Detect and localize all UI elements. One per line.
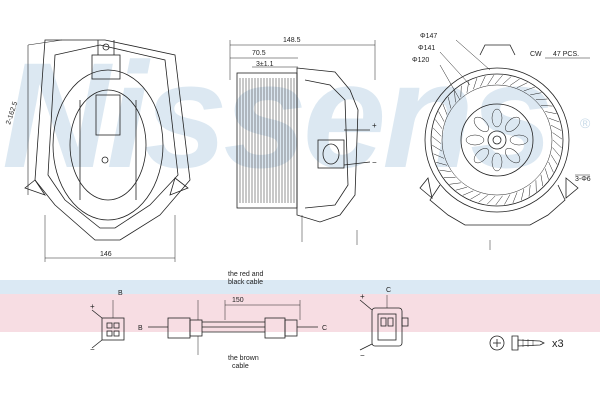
blade-line	[435, 119, 443, 129]
blade-line	[552, 139, 562, 148]
side-view	[229, 40, 376, 245]
blade-line	[478, 195, 488, 203]
front-view	[24, 39, 191, 262]
blade-line	[544, 168, 549, 180]
blade-line	[439, 169, 451, 172]
rear-rotation: CW	[530, 51, 542, 58]
blade-line	[462, 190, 474, 196]
blade-line	[550, 124, 562, 131]
blade-line	[487, 74, 495, 85]
wire-harness	[148, 300, 318, 355]
blade-line	[473, 78, 478, 90]
front-diag-dim: 2-162.5	[5, 101, 19, 126]
hub-lobe	[473, 148, 489, 164]
blade-line	[552, 147, 561, 157]
harness-wire-bottom-line1: the brown	[228, 355, 259, 362]
connector-b-plus: +	[90, 302, 95, 311]
harness-wire-top-line1: the red and	[228, 271, 264, 278]
blade-line	[548, 161, 554, 173]
rear-d2: Φ141	[418, 45, 435, 52]
blade-line	[545, 111, 557, 115]
connector-c-minus: −	[360, 351, 365, 360]
watermark: Nissens	[2, 31, 553, 199]
hub-lobe	[473, 116, 489, 132]
rear-d3: Φ120	[412, 57, 429, 64]
connector-c-title: C	[386, 287, 391, 294]
hub-lobe	[505, 148, 521, 164]
blade-line	[455, 186, 467, 191]
hub-lobe	[491, 152, 503, 172]
harness-wire-top-line2: black cable	[228, 279, 263, 286]
blade-line	[523, 86, 535, 92]
blade-line	[540, 105, 553, 107]
blade-line	[432, 127, 442, 137]
rear-blades: 47 PCS.	[553, 51, 579, 58]
blade-line	[530, 92, 542, 96]
hub-lobe	[465, 134, 485, 146]
blade-line	[431, 136, 442, 144]
hub-lobe	[505, 116, 521, 132]
screw-icon	[489, 335, 545, 351]
connector-c	[359, 295, 409, 351]
blade-line	[509, 78, 520, 86]
harness-length: 150	[232, 297, 244, 304]
blade-line	[552, 132, 563, 140]
side-minus: −	[372, 158, 377, 167]
blade-line	[435, 161, 448, 166]
blade-line	[460, 85, 462, 98]
side-plus: +	[372, 121, 377, 130]
blade-line	[550, 154, 558, 165]
blade-line	[516, 82, 528, 88]
harness-wire-bottom-line2: cable	[232, 363, 249, 370]
connector-b-title: B	[118, 290, 123, 297]
rear-view	[419, 39, 590, 250]
side-depth-dim: 70.5	[252, 50, 266, 57]
side-tolerance: 3±1.1	[256, 61, 274, 68]
hub-lobe	[509, 134, 529, 146]
blade-line	[454, 90, 456, 103]
band-blue	[0, 280, 600, 294]
blade-line	[512, 192, 518, 204]
side-overall-dim: 148.5	[283, 37, 301, 44]
harness-end-b: B	[138, 325, 143, 332]
blade-line	[447, 97, 452, 109]
blade-line	[528, 185, 531, 197]
blade-line	[480, 75, 486, 87]
blade-line	[520, 189, 525, 201]
blade-line	[494, 75, 503, 85]
blade-line	[442, 103, 448, 115]
blade-line	[486, 195, 496, 205]
blade-line	[470, 193, 481, 200]
harness-end-c: C	[322, 325, 327, 332]
screw-qty: x3	[552, 338, 564, 350]
connector-b	[91, 300, 125, 349]
hub-lobe	[491, 108, 503, 128]
blade-line	[540, 174, 544, 187]
blade-line	[432, 144, 443, 152]
connector-c-plus: +	[360, 292, 365, 301]
blade-line	[438, 111, 445, 122]
rear-d1: Φ147	[420, 33, 437, 40]
blade-line	[535, 98, 548, 100]
blade-line	[504, 194, 511, 205]
connector-b-minus: −	[90, 345, 95, 354]
blade-line	[433, 153, 445, 159]
front-width-dim: 146	[100, 251, 112, 258]
rear-holes: 3-Φ6	[575, 176, 591, 183]
blade-line	[502, 76, 512, 85]
blade-line	[449, 182, 461, 185]
blade-line	[548, 117, 560, 123]
blade-line	[495, 195, 503, 206]
registered-mark: ®	[580, 115, 591, 131]
